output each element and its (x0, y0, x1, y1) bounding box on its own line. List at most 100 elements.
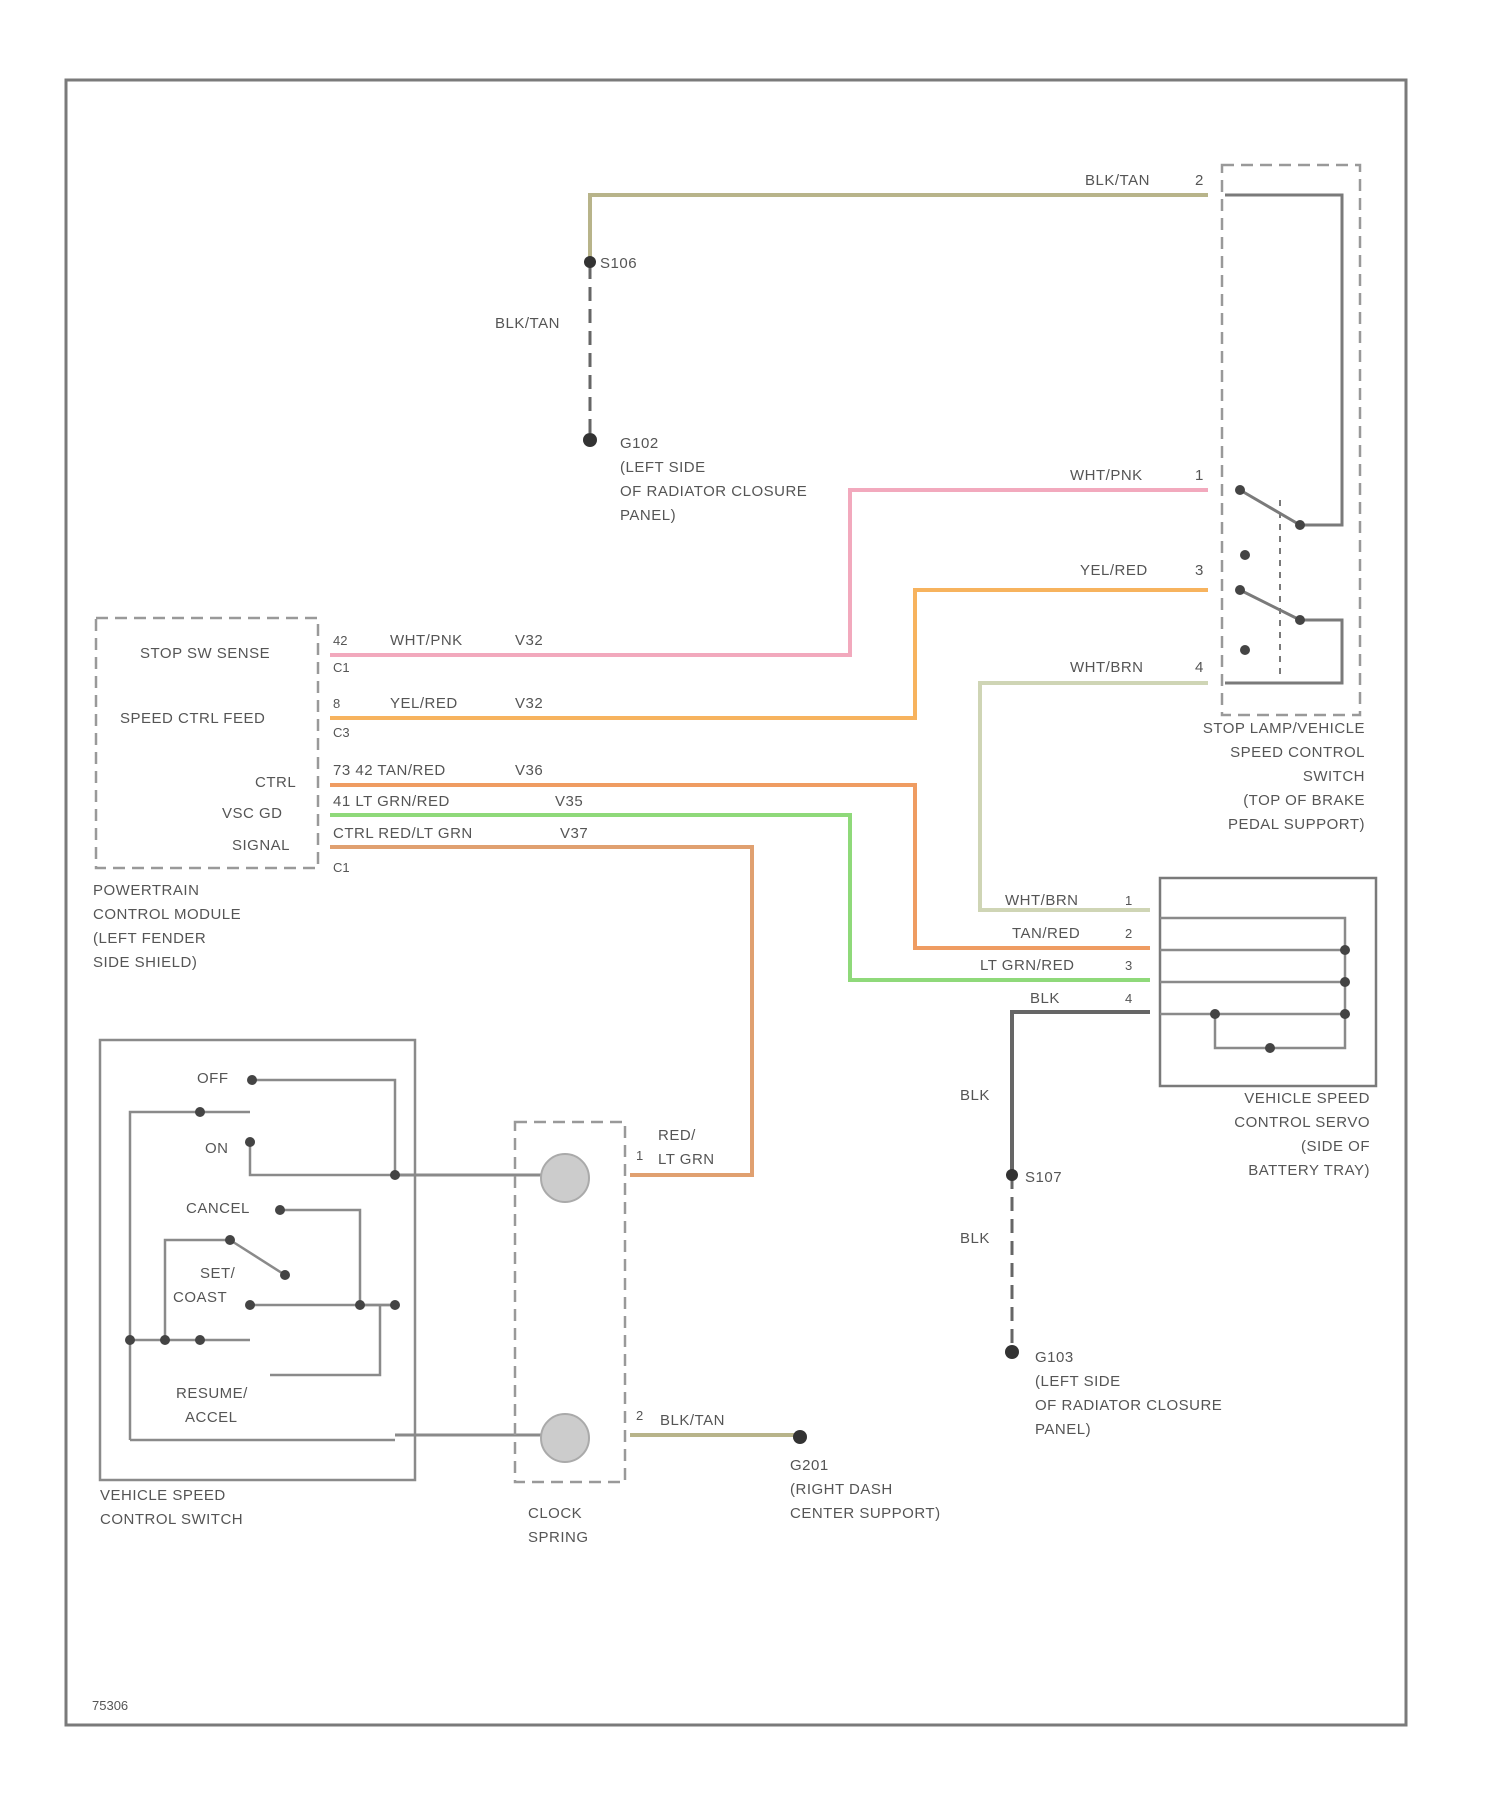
svg-text:(RIGHT DASH: (RIGHT DASH (790, 1481, 893, 1498)
svg-text:PEDAL SUPPORT): PEDAL SUPPORT) (1228, 816, 1365, 833)
svg-text:1: 1 (1195, 467, 1204, 484)
svg-text:LT GRN: LT GRN (658, 1151, 715, 1168)
pcm-speed-ctrl: SPEED CTRL FEED (120, 710, 265, 727)
clock-spring-coil-2 (541, 1414, 589, 1462)
svg-text:V37: V37 (560, 825, 588, 842)
svg-text:1: 1 (1125, 893, 1132, 908)
svg-text:42: 42 (333, 633, 347, 648)
svg-text:8: 8 (333, 696, 340, 711)
svg-text:4: 4 (1195, 659, 1204, 676)
svg-text:RESUME/: RESUME/ (176, 1385, 248, 1402)
pcm-title: POWERTRAIN (93, 882, 199, 899)
svg-text:PANEL): PANEL) (620, 507, 676, 524)
svg-text:73 42 TAN/RED: 73 42 TAN/RED (333, 762, 446, 779)
svg-text:TAN/RED: TAN/RED (1012, 925, 1080, 942)
svg-text:COAST: COAST (173, 1289, 227, 1306)
svg-text:CONTROL MODULE: CONTROL MODULE (93, 906, 241, 923)
stop-switch-contact-1 (1240, 490, 1300, 525)
pcm-signal: SIGNAL (232, 837, 290, 854)
svg-text:CTRL RED/LT GRN: CTRL RED/LT GRN (333, 825, 473, 842)
svg-text:3: 3 (1125, 958, 1132, 973)
svg-text:C1: C1 (333, 660, 350, 675)
ground-g102-dot (583, 433, 597, 447)
svg-text:WHT/BRN: WHT/BRN (1005, 892, 1079, 909)
label-left-wire: BLK/TAN (495, 315, 560, 332)
svg-text:CONTROL SWITCH: CONTROL SWITCH (100, 1511, 243, 1528)
splice-s106-dot (584, 256, 596, 268)
label-top-wire: BLK/TAN (1085, 172, 1150, 189)
servo-title: VEHICLE SPEED (1244, 1090, 1370, 1107)
label-g102: G102 (620, 435, 659, 452)
svg-text:SET/: SET/ (200, 1265, 236, 1282)
svg-text:SPEED CONTROL: SPEED CONTROL (1230, 744, 1365, 761)
svg-text:CONTROL SERVO: CONTROL SERVO (1234, 1114, 1370, 1131)
svg-text:ON: ON (205, 1140, 229, 1157)
svg-text:WHT/PNK: WHT/PNK (390, 632, 463, 649)
svg-text:(LEFT SIDE: (LEFT SIDE (620, 459, 706, 476)
label-wht-brn-switch: WHT/BRN (1070, 659, 1144, 676)
svg-text:2: 2 (1125, 926, 1132, 941)
page-code: 75306 (92, 1698, 128, 1713)
svg-text:41 LT GRN/RED: 41 LT GRN/RED (333, 793, 450, 810)
svg-text:ACCEL: ACCEL (185, 1409, 238, 1426)
clock-spring-coil-1 (541, 1154, 589, 1202)
svg-text:LT GRN/RED: LT GRN/RED (980, 957, 1074, 974)
svg-text:(TOP OF BRAKE: (TOP OF BRAKE (1243, 792, 1365, 809)
ground-g103-dot (1005, 1345, 1019, 1359)
label-top-pin: 2 (1195, 172, 1204, 189)
svg-text:(LEFT FENDER: (LEFT FENDER (93, 930, 206, 947)
svg-text:2: 2 (636, 1408, 643, 1423)
svg-text:(SIDE OF: (SIDE OF (1301, 1138, 1370, 1155)
svg-text:4: 4 (1125, 991, 1132, 1006)
stop-switch-internal-1 (1225, 195, 1342, 525)
svg-text:V32: V32 (515, 695, 543, 712)
svg-text:1: 1 (636, 1148, 643, 1163)
clock-spring-title: CLOCK (528, 1505, 582, 1522)
svg-text:V32: V32 (515, 632, 543, 649)
wire-wht-pnk (330, 490, 1208, 655)
svg-text:C3: C3 (333, 725, 350, 740)
wire-blk-tan-top (590, 195, 1208, 260)
svg-text:BATTERY TRAY): BATTERY TRAY) (1248, 1162, 1370, 1179)
svg-text:OF RADIATOR CLOSURE: OF RADIATOR CLOSURE (1035, 1397, 1222, 1414)
label-g103: G103 (1035, 1349, 1074, 1366)
svg-text:SIDE SHIELD): SIDE SHIELD) (93, 954, 197, 971)
svg-text:3: 3 (1195, 562, 1204, 579)
svg-text:RED/: RED/ (658, 1127, 696, 1144)
stop-lamp-switch-title: STOP LAMP/VEHICLE (1203, 720, 1365, 737)
pcm-ctrl: CTRL (255, 774, 296, 791)
svg-text:PANEL): PANEL) (1035, 1421, 1091, 1438)
svg-text:C1: C1 (333, 860, 350, 875)
wire-red-lt-grn (330, 847, 752, 1175)
label-wht-pnk-switch: WHT/PNK (1070, 467, 1143, 484)
svg-text:BLK/TAN: BLK/TAN (660, 1412, 725, 1429)
stop-switch-contact-2 (1240, 590, 1300, 620)
svg-text:YEL/RED: YEL/RED (390, 695, 458, 712)
label-s106: S106 (600, 255, 637, 272)
wire-blk-servo (1012, 1012, 1150, 1170)
svg-text:V36: V36 (515, 762, 543, 779)
svg-text:BLK: BLK (960, 1087, 990, 1104)
pcm-stop-sw: STOP SW SENSE (140, 645, 270, 662)
vsc-switch-box (100, 1040, 415, 1480)
svg-text:OFF: OFF (197, 1070, 229, 1087)
stop-lamp-switch-box (1222, 165, 1360, 715)
wire-wht-brn (980, 683, 1208, 910)
svg-text:BLK: BLK (960, 1230, 990, 1247)
label-yel-red-switch: YEL/RED (1080, 562, 1148, 579)
wire-tan-red (330, 785, 1150, 948)
svg-text:BLK: BLK (1030, 990, 1060, 1007)
label-g201: G201 (790, 1457, 829, 1474)
vsc-switch-title: VEHICLE SPEED (100, 1487, 226, 1504)
ground-g201-dot (793, 1430, 807, 1444)
svg-text:OF RADIATOR CLOSURE: OF RADIATOR CLOSURE (620, 483, 807, 500)
svg-text:CANCEL: CANCEL (186, 1200, 250, 1217)
pcm-vsc-gd: VSC GD (222, 805, 283, 822)
svg-text:V35: V35 (555, 793, 583, 810)
svg-text:SPRING: SPRING (528, 1529, 589, 1546)
svg-text:SWITCH: SWITCH (1303, 768, 1365, 785)
outer-frame (66, 80, 1406, 1725)
label-s107: S107 (1025, 1169, 1062, 1186)
